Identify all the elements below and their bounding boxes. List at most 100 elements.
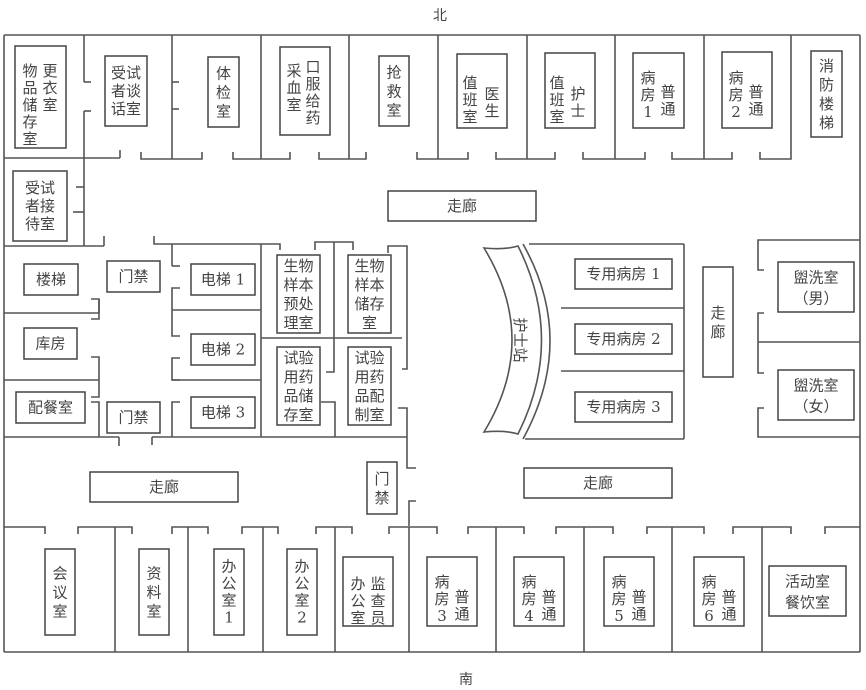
- room-blood-oral-dosing-label-char: 血: [286, 79, 301, 97]
- room-washroom-female[interactable]: 盥洗室（女）: [777, 369, 855, 421]
- room-blood-oral-dosing-label-char: 服: [305, 75, 320, 93]
- room-blood-oral-dosing-label-char: 采: [286, 62, 301, 80]
- room-special-ward-3[interactable]: 专用病房 3: [574, 391, 673, 423]
- room-bio-sample-preprocess-label-line: 生物: [283, 257, 313, 275]
- corridor-southeast[interactable]: 走廊: [523, 467, 673, 499]
- room-drug-storage-label-line: 试验: [283, 349, 313, 367]
- corridor-east-box: [702, 266, 734, 378]
- room-ward-4-label-char: 病: [521, 573, 536, 591]
- room-physical-exam-label-line: 体: [216, 64, 231, 82]
- room-ward-4-label-char: 4: [524, 607, 534, 625]
- room-physical-exam-label-line: 检: [216, 83, 231, 101]
- room-office-1-label-line: 办: [221, 557, 236, 575]
- room-ward-6-box: [693, 556, 745, 627]
- access-gate-1[interactable]: 门禁: [106, 260, 161, 293]
- room-monitor-office-label-char: 查: [370, 592, 385, 610]
- room-bio-sample-preprocess-label-line: 样本: [283, 276, 313, 294]
- room-ward-3-label-char: 通: [454, 605, 469, 623]
- room-stairs-label: 楼梯: [36, 271, 66, 289]
- room-monitor-office-label-char: 办: [350, 575, 365, 593]
- elevator-2[interactable]: 电梯 2: [190, 333, 256, 366]
- room-ward-6-label-char: 通: [721, 605, 736, 623]
- elevator-1[interactable]: 电梯 1: [190, 263, 256, 296]
- room-ward-6-label-char: 房: [701, 590, 716, 608]
- corridor-east-label-line: 廊: [710, 323, 725, 341]
- room-blood-oral-dosing-label-char: 室: [286, 96, 301, 114]
- north-row-walls: [4, 35, 792, 247]
- room-archive-box: [138, 548, 170, 636]
- room-activity-dining-box: [768, 565, 847, 617]
- room-emergency[interactable]: 抢救室: [378, 55, 410, 127]
- room-ward-1-label-char: 普: [660, 83, 675, 101]
- room-doctor-duty-label-char: 室: [462, 108, 477, 126]
- nurse-station[interactable]: 护士站: [482, 243, 551, 440]
- room-archive[interactable]: 资料室: [138, 548, 170, 636]
- corridor-east[interactable]: 走廊: [702, 266, 734, 378]
- room-blood-oral-dosing-box: [279, 46, 331, 136]
- compass-south: 南: [459, 672, 473, 688]
- access-gate-3-label-line: 门: [374, 470, 389, 488]
- elevator-3[interactable]: 电梯 3: [190, 396, 256, 429]
- access-gate-2[interactable]: 门禁: [106, 401, 161, 434]
- room-washroom-male[interactable]: 盥洗室（男）: [777, 261, 855, 313]
- room-office-2-box: [286, 548, 318, 636]
- room-fire-stairs-label-line: 消: [819, 57, 834, 75]
- room-meeting-label-line: 室: [52, 602, 67, 620]
- corridor-north[interactable]: 走廊: [387, 190, 537, 222]
- access-gate-3[interactable]: 门禁: [366, 461, 398, 515]
- room-office-1-label-line: 1: [224, 608, 234, 626]
- elevator-1-box: [190, 263, 256, 296]
- room-fire-stairs-label-line: 防: [819, 76, 834, 94]
- room-subject-interview-label-line: 话室: [111, 100, 141, 118]
- room-ward-1-label-char: 房: [640, 86, 655, 104]
- room-meeting[interactable]: 会议室: [44, 548, 76, 636]
- room-subject-reception-label-line: 待室: [25, 215, 55, 233]
- room-ward-1-label-char: 通: [660, 100, 675, 118]
- room-monitor-office-label-char: 员: [370, 609, 385, 627]
- central-block-walls: [151, 236, 416, 526]
- room-doctor-duty-label-char: 班: [462, 91, 477, 109]
- corridor-southeast-label: 走廊: [583, 474, 613, 492]
- room-nurse-duty-label-char: 班: [549, 91, 564, 109]
- room-ward-5-label-char: 普: [631, 588, 646, 606]
- room-ward-4-box: [513, 556, 565, 627]
- elevator-2-label: 电梯 2: [201, 341, 245, 359]
- room-special-ward-1[interactable]: 专用病房 1: [574, 258, 673, 290]
- room-special-ward-2[interactable]: 专用病房 2: [574, 323, 673, 355]
- room-warehouse[interactable]: 库房: [23, 327, 78, 360]
- room-emergency-box: [378, 55, 410, 127]
- room-monitor-office-box: [342, 556, 394, 627]
- room-monitor-office-label-char: 监: [370, 575, 385, 593]
- room-pantry[interactable]: 配餐室: [15, 391, 86, 424]
- room-stairs[interactable]: 楼梯: [23, 263, 79, 296]
- room-storage-changing-label-char: 储: [22, 96, 37, 114]
- room-physical-exam[interactable]: 体检室: [207, 56, 240, 128]
- room-activity-dining-label-line: 活动室: [785, 572, 830, 590]
- corridor-southwest[interactable]: 走廊: [89, 471, 239, 503]
- room-storage-changing-label-char: 物: [22, 62, 37, 80]
- room-washroom-female-label-line: 盥洗室: [793, 376, 838, 394]
- west-column-walls: [4, 298, 120, 446]
